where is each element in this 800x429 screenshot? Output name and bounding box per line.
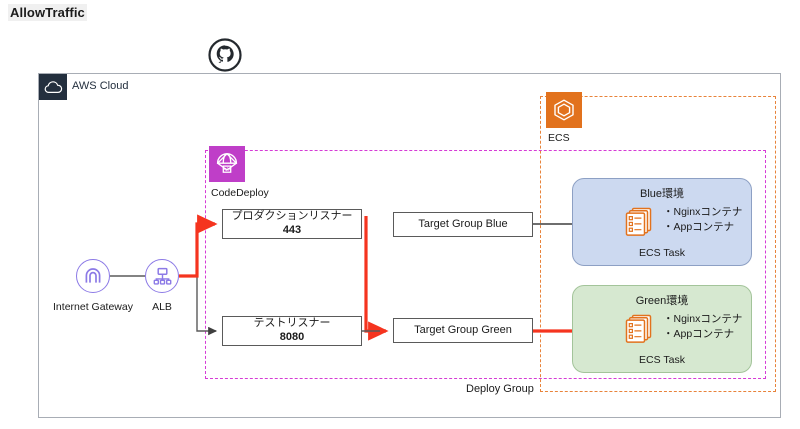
aws-cloud-icon: [39, 74, 67, 100]
listener-production-name: プロダクションリスナー: [231, 210, 353, 223]
listener-test-name: テストリスナー: [253, 317, 331, 330]
ecs-group-label: ECS: [548, 132, 570, 144]
environment-blue-containers: ・Nginxコンテナ ・Appコンテナ: [663, 205, 742, 235]
aws-cloud-boundary: [38, 73, 781, 418]
github-icon: [208, 38, 242, 72]
ecs-task-icon: [623, 205, 657, 239]
environment-green: Green環境 ・Nginxコンテナ ・Appコンテナ ECS Task: [572, 285, 752, 373]
target-group-green-label: Target Group Green: [414, 323, 512, 336]
listener-test[interactable]: テストリスナー 8080: [222, 316, 362, 346]
codedeploy-group-label: CodeDeploy: [211, 187, 269, 199]
deploy-group-label: Deploy Group: [466, 383, 534, 395]
environment-green-title: Green環境: [635, 295, 689, 307]
listener-production[interactable]: プロダクションリスナー 443: [222, 209, 362, 239]
target-group-green[interactable]: Target Group Green: [393, 318, 533, 343]
page-title: AllowTraffic: [8, 4, 87, 21]
listener-production-port: 443: [282, 224, 302, 236]
ecs-task-icon: [623, 312, 657, 346]
svg-text:</>: </>: [223, 167, 230, 173]
alb-label: ALB: [152, 301, 172, 313]
container-line-app: ・Appコンテナ: [663, 328, 735, 341]
environment-green-containers: ・Nginxコンテナ ・Appコンテナ: [663, 312, 742, 342]
ecs-group-boundary: [540, 96, 776, 392]
container-line-nginx: ・Nginxコンテナ: [663, 206, 743, 218]
environment-blue-title: Blue環境: [639, 188, 685, 200]
internet-gateway-icon[interactable]: [76, 259, 110, 293]
environment-blue-task-label: ECS Task: [639, 247, 685, 259]
environment-green-task-label: ECS Task: [639, 354, 685, 366]
aws-cloud-label: AWS Cloud: [72, 80, 129, 92]
container-line-app: ・Appコンテナ: [663, 221, 735, 234]
target-group-blue-label: Target Group Blue: [418, 217, 508, 230]
environment-blue: Blue環境 ・Nginxコンテナ ・Appコンテナ ECS Task: [572, 178, 752, 266]
internet-gateway-label: Internet Gateway: [53, 301, 133, 313]
target-group-blue[interactable]: Target Group Blue: [393, 212, 533, 237]
container-line-nginx: ・Nginxコンテナ: [663, 313, 743, 325]
codedeploy-icon: </>: [209, 146, 245, 182]
application-load-balancer-icon[interactable]: [145, 259, 179, 293]
listener-test-port: 8080: [279, 331, 305, 343]
ecs-icon: [546, 92, 582, 128]
